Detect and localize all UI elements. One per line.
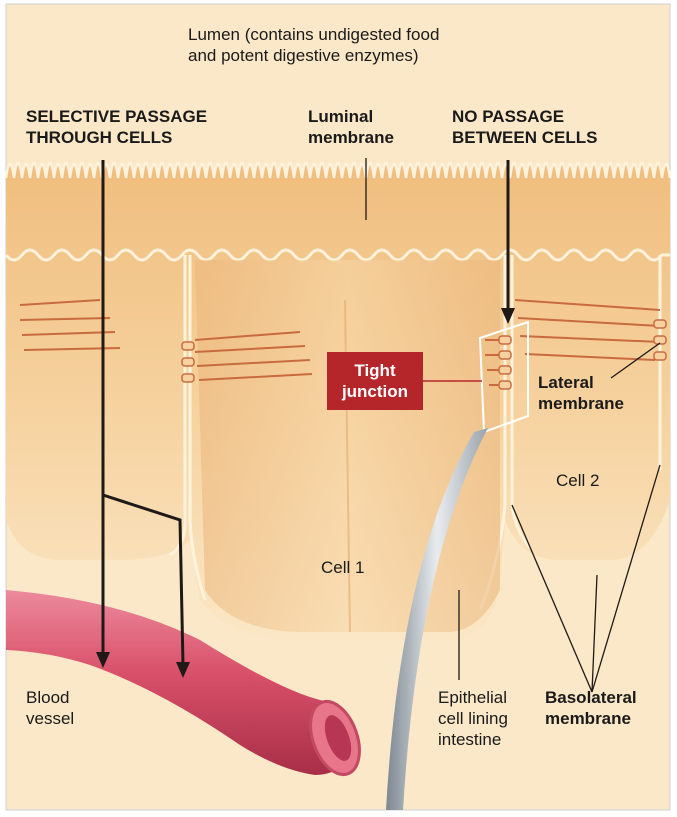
microvilli (6, 163, 670, 178)
cell-2-label: Cell 2 (556, 470, 599, 491)
selective-passage-label: SELECTIVE PASSAGE THROUGH CELLS (26, 106, 207, 148)
epithelial-lining-label: Epithelial cell lining intestine (438, 687, 508, 750)
tight-junction-label: Tight junction (327, 352, 423, 410)
lumen-label: Lumen (contains undigested food and pote… (188, 24, 439, 66)
cell-1-label: Cell 1 (321, 557, 364, 578)
no-passage-label: NO PASSAGE BETWEEN CELLS (452, 106, 597, 148)
basolateral-membrane-label: Basolateral membrane (545, 687, 637, 729)
lateral-membrane-label: Lateral membrane (538, 372, 624, 414)
luminal-membrane-label: Luminal membrane (308, 106, 394, 148)
blood-vessel-label: Blood vessel (26, 687, 74, 729)
